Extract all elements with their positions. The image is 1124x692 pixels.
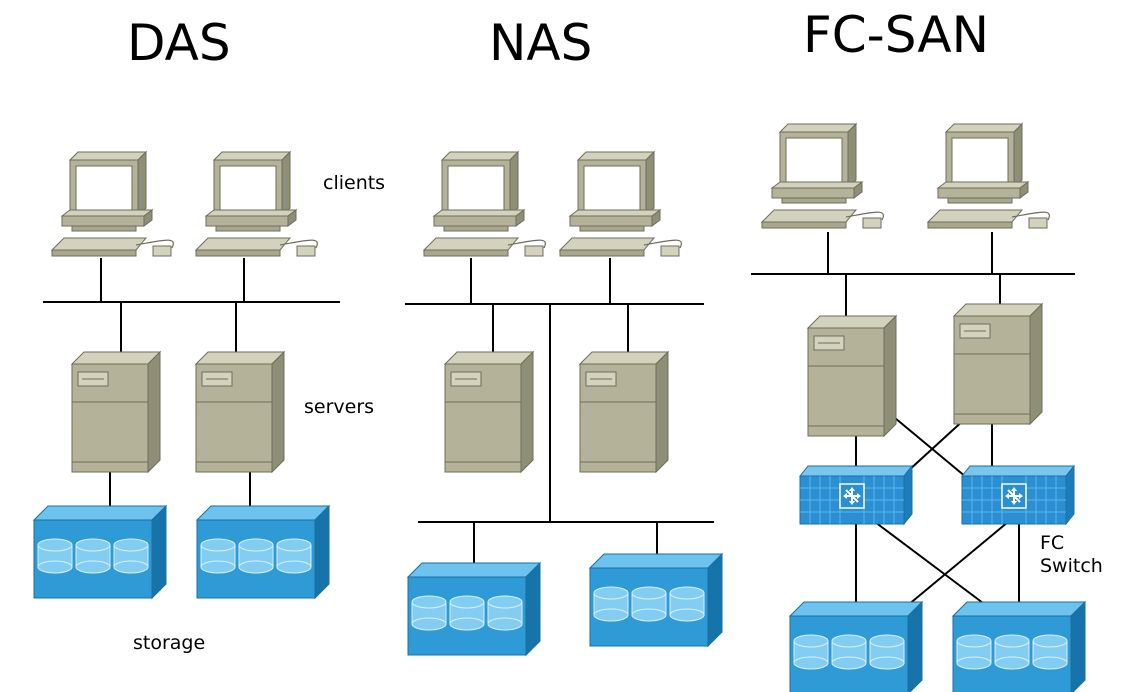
nas-title: NAS: [489, 14, 593, 72]
fcsan-server-1-server-icon: [807, 315, 897, 437]
fc-switch-label: FC Switch: [1040, 532, 1103, 578]
fcsan-client-1-computer-icon: [761, 123, 884, 229]
nas-server-1-server-icon: [444, 351, 534, 473]
fcsan-storage-2-storage-icon: [952, 601, 1086, 692]
nas-client-2-computer-icon: [559, 151, 682, 257]
clients-label: clients: [323, 172, 386, 194]
fc-switch-label-line2: Switch: [1040, 554, 1103, 577]
connection-lines: [43, 232, 1075, 621]
fc-switch-2-icon: [961, 465, 1075, 525]
fc-switch-label-line1: FC: [1040, 532, 1065, 554]
fcsan-server-2-server-icon: [953, 303, 1043, 425]
nas-storage-1-storage-icon: [407, 562, 541, 656]
das-client-2-computer-icon: [195, 151, 318, 257]
nas-storage-2-storage-icon: [589, 553, 723, 647]
fc-san-title: FC-SAN: [803, 6, 989, 64]
nas-client-1-computer-icon: [423, 151, 546, 257]
das-storage-1-storage-icon: [33, 505, 167, 599]
storage-label: storage: [133, 632, 206, 654]
das-server-2-server-icon: [195, 351, 285, 473]
das-client-1-computer-icon: [51, 151, 174, 257]
das-server-1-server-icon: [71, 351, 161, 473]
nas-server-2-server-icon: [579, 351, 669, 473]
fc-switch-1-icon: [799, 465, 913, 525]
fcsan-storage-1-storage-icon: [789, 601, 923, 692]
fcsan-client-2-computer-icon: [927, 123, 1050, 229]
das-storage-2-storage-icon: [196, 505, 330, 599]
servers-label: servers: [304, 396, 375, 418]
das-title: DAS: [127, 14, 231, 72]
